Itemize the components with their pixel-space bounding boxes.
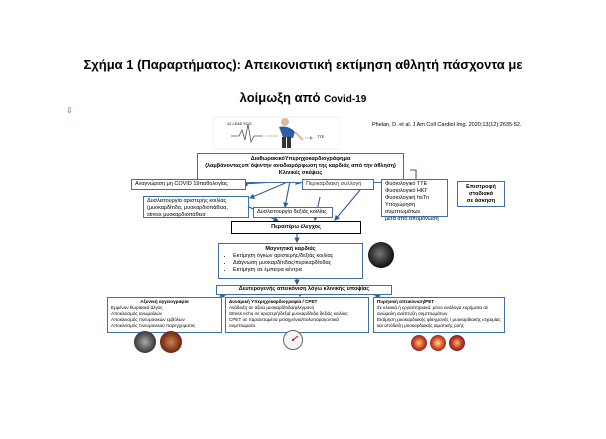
- ct-angiography-box: Αξονική αγγειογραφία Εμμένον θωρακικό άλ…: [107, 297, 222, 333]
- lv-dysfunction-line: Δυσλειτουργία αριστερής κοιλίας: [147, 198, 227, 204]
- normal-finding-item: Φυσιολογικό TTE: [385, 181, 428, 187]
- pericardial-effusion-box: Περικαρδιακή συλλογή: [302, 179, 374, 190]
- ct-angiography-item: Αποκλεισμός ανωμαλιών: [111, 311, 162, 316]
- ct-chest-image: [134, 331, 156, 353]
- ct-angiography-item: Αποκλεισμός πνευμονικού παρεγχύματος: [111, 323, 196, 328]
- rv-dysfunction-box: Δυσλειτουργία δεξιάς κοιλίας: [253, 207, 333, 218]
- ct-angiography-title: Αξονική αγγειογραφία: [140, 299, 189, 304]
- normal-finding-item: Φυσιολογικό ΗΚΓ: [385, 188, 428, 194]
- figure-title-line1: Σχήμα 1 (Παραρτήματος): Απεικονιστική εκ…: [83, 57, 523, 72]
- tte-main-title: ΔιαθωρακικόΥπερηχοκαρδιογράφημα: [250, 156, 351, 162]
- further-testing-box: Περαιτέρω έλεγχος: [231, 221, 361, 234]
- cardiac-mri-item: Εκτίμηση σε έμπειρα κέντρα: [233, 267, 358, 274]
- ct-angiography-item: Αποκλεισμός πνευμονικών εμβόλων: [111, 317, 185, 322]
- cardiac-mri-item: Διάγνωση μυοκαρδίτιδας/περικαρδίτιδας: [233, 260, 358, 267]
- normal-finding-item: μετά από απομόνωση: [385, 216, 439, 222]
- ct-angiography-item: Εμμένον θωρακικό άλγος: [111, 305, 163, 310]
- citation: Phelan, D. et al. J Am Coll Cardiol Img.…: [372, 122, 522, 128]
- return-line: σταδιακά: [469, 191, 493, 197]
- mri-scan-image: [368, 242, 394, 268]
- nuclear-pet-box: Πυρηνική απεικόνιση/PET Σε κλινικά ή εργ…: [373, 297, 505, 333]
- cardiac-mri-box: Μαγνητική καρδιάς Εκτίμηση όγκων αριστερ…: [218, 243, 363, 279]
- lv-dysfunction-box: Δυσλειτουργία αριστερής κοιλίας (μυοκαρδ…: [143, 196, 249, 218]
- lv-dysfunction-line: (μυοκαρδίτιδα, μυοκαρδιοπάθεια,: [147, 205, 228, 211]
- athlete-ecg-illustration: 12-LEAD ECG TTE: [212, 116, 341, 150]
- pet-image-2: [430, 335, 446, 351]
- cardiac-mri-title: Μαγνητική καρδιάς: [265, 246, 316, 252]
- title-disease: Covid-19: [324, 94, 367, 105]
- figure-title-line2: λοίμωξη από Covid-19: [0, 90, 606, 105]
- return-line: σε άσκηση: [466, 198, 496, 204]
- tte-main-box: ΔιαθωρακικόΥπερηχοκαρδιογράφημα (λαμβάνο…: [197, 153, 404, 183]
- stress-echo-title: Δυναμική Υπερηχοκαρδιογραφία / CPET: [229, 299, 318, 304]
- return-to-exercise-box: Επιστροφή σταδιακά σε άσκηση: [457, 181, 505, 207]
- secondary-imaging-box: Δευτερογενής απεικόνιση λόγω κλινικής υπ…: [216, 285, 392, 295]
- nuclear-pet-item: Εκτίμηση μυοκαρδιακής φλεγμονής / μυοκαρ…: [377, 317, 501, 328]
- stress-echo-item: Ανάδειξη σε αξεία μυοκαρδίτιδα/φλεγμονή: [229, 305, 315, 310]
- tte-label: TTE: [317, 135, 325, 139]
- nuclear-pet-title: Πυρηνική απεικόνιση/PET: [377, 299, 435, 304]
- cardiac-mri-item: Εκτίμηση όγκων αριστερής/δεξιάς κοιλίας: [233, 253, 358, 260]
- tte-main-subtitle: (λαμβάνονταςυπ΄όψιντην αναδιαμόρφωση της…: [205, 163, 396, 169]
- ecg-label: 12-LEAD ECG: [227, 122, 252, 126]
- lv-dysfunction-line: stress μυοκαρδιοπάθεια: [147, 212, 206, 218]
- anchor-marker-icon: ⇩: [66, 106, 73, 115]
- normal-finding-item: Υποχώρηση συμπτωμάτων: [385, 202, 421, 215]
- stress-echo-cpet-box: Δυναμική Υπερηχοκαρδιογραφία / CPET Ανάδ…: [225, 297, 369, 333]
- clinical-thoughts-label: Κλινικές σκέψεις: [278, 170, 323, 176]
- non-covid-pathology-box: Αναγνώριση μη COVID 19παθολογίας: [131, 179, 246, 190]
- return-line: Επιστροφή: [466, 184, 496, 190]
- gauge-icon: [283, 330, 303, 350]
- title-main: λοίμωξη από: [239, 90, 325, 105]
- stress-echo-item: CPET σε παρατεταμένα μεταχρόνια/πολυπαρα…: [229, 317, 339, 328]
- normal-finding-item: Φυσιολογική hsTn: [385, 195, 430, 201]
- ct-heart-image: [160, 331, 182, 353]
- pet-image-1: [411, 335, 427, 351]
- nuclear-pet-item: Σε κλινικά ή εργαστηριακά, μόνο ανάλογα …: [377, 305, 489, 316]
- normal-findings-box: Φυσιολογικό TTE Φυσιολογικό ΗΚΓ Φυσιολογ…: [381, 179, 448, 222]
- stress-echo-item: Stress echo σε αριστερή/δεξιά μυοκαρδίτι…: [229, 311, 348, 316]
- pet-image-3: [449, 335, 465, 351]
